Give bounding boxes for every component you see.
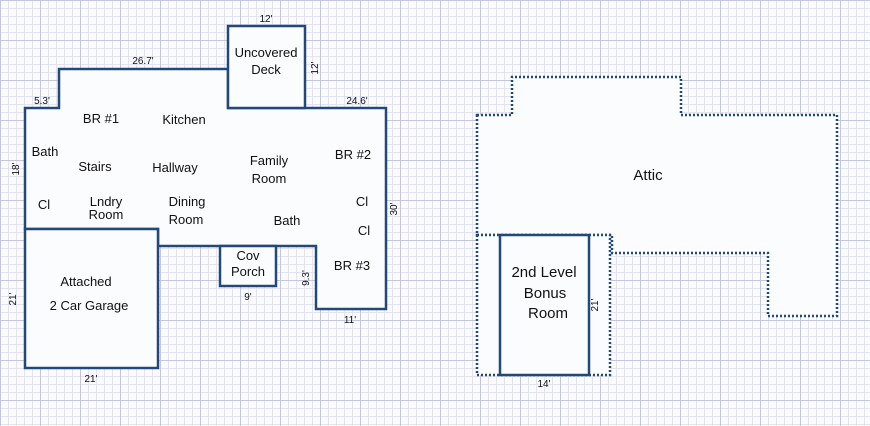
dim-right-wall: 30' <box>389 202 400 215</box>
br1-label: BR #1 <box>83 111 119 126</box>
dim-porch-bottom: 9' <box>244 292 252 303</box>
bath-right-label: Bath <box>274 213 301 228</box>
covered-porch-label-2: Porch <box>231 264 265 279</box>
dining-room-label-1: Dining <box>169 194 206 209</box>
dim-step-left: 5.3' <box>34 96 50 107</box>
closet-right-1-label: Cl <box>356 194 368 209</box>
attic-label: Attic <box>633 167 663 184</box>
dim-bonus-right: 21' <box>590 298 601 311</box>
kitchen-label: Kitchen <box>162 112 205 127</box>
dim-top-right: 24.6' <box>346 96 367 107</box>
br3-label: BR #3 <box>334 258 370 273</box>
uncovered-deck <box>226 24 307 110</box>
closet-right-2-label: Cl <box>358 223 370 238</box>
bonus-room-label-1: 2nd Level <box>511 264 576 281</box>
family-room-label-1: Family <box>250 153 289 168</box>
dim-garage-bottom: 21' <box>84 374 97 385</box>
dim-deck-top: 12' <box>259 14 272 25</box>
stairs-label: Stairs <box>78 159 112 174</box>
dim-left-wall: 18' <box>11 162 22 175</box>
laundry-room-label-2: Room <box>89 207 124 222</box>
bonus-room-label-2: Bonus <box>524 285 567 302</box>
uncovered-deck-label-1: Uncovered <box>235 45 298 60</box>
dining-room-label-2: Room <box>169 212 204 227</box>
uncovered-deck-label-2: Deck <box>251 62 281 77</box>
closet-left-label: Cl <box>38 197 50 212</box>
family-room-label-2: Room <box>252 171 287 186</box>
covered-porch <box>218 244 278 288</box>
attic-outline <box>475 75 839 318</box>
br2-label: BR #2 <box>335 147 371 162</box>
attached-garage <box>23 227 160 370</box>
dim-deck-right: 12' <box>310 61 321 74</box>
bonus-room-label-3: Room <box>528 305 568 322</box>
dim-garage-left: 21' <box>8 292 19 305</box>
dim-br3-bottom: 11' <box>344 315 356 326</box>
garage-label-1: Attached <box>60 274 111 289</box>
garage-label-2: 2 Car Garage <box>50 298 129 313</box>
covered-porch-label-1: Cov <box>236 248 260 263</box>
laundry-room-label-1: Lndry <box>90 194 123 209</box>
bonus-room <box>498 233 591 377</box>
dim-bonus-bottom: 14' <box>537 379 550 390</box>
dim-top-left: 26.7' <box>132 56 153 67</box>
hallway-label: Hallway <box>152 160 198 175</box>
dim-br3-left: 9.3' <box>301 270 312 286</box>
bath-left-label: Bath <box>32 144 59 159</box>
